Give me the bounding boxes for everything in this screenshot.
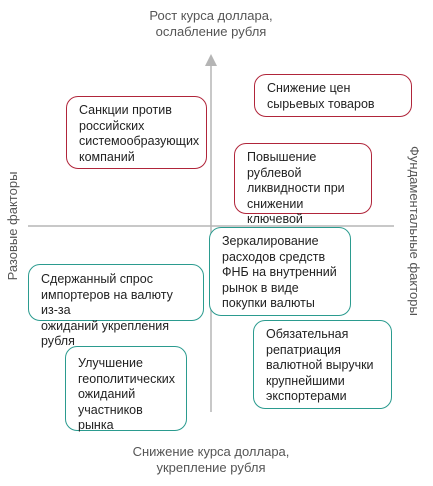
factor-box-commodity-prices: Снижение цен сырьевых товаров [254, 74, 412, 117]
factor-box-geopolitical-expectations: Улучшение геополитических ожиданий участ… [65, 346, 187, 432]
factor-box-sanctions: Санкции против российских системообразую… [66, 96, 207, 169]
factor-box-ruble-liquidity: Повышение рублевой ликвидности при сниже… [234, 143, 372, 242]
factor-box-nwf-mirroring: Зеркалирование расходов средств ФНБ на в… [209, 227, 351, 316]
factor-box-repatriation: Обязательная репатриация валютной выручк… [253, 320, 392, 409]
bottom-axis-label: Снижение курса доллара, укрепление рубля [132, 444, 290, 475]
factor-box-importer-demand: Сдержанный спрос импортеров на валюту из… [28, 264, 204, 348]
left-axis-label: Разовые факторы [5, 171, 20, 281]
top-axis-label: Рост курса доллара, ослабление рубля [149, 8, 273, 39]
right-axis-label: Фундаментальные факторы [407, 146, 422, 316]
